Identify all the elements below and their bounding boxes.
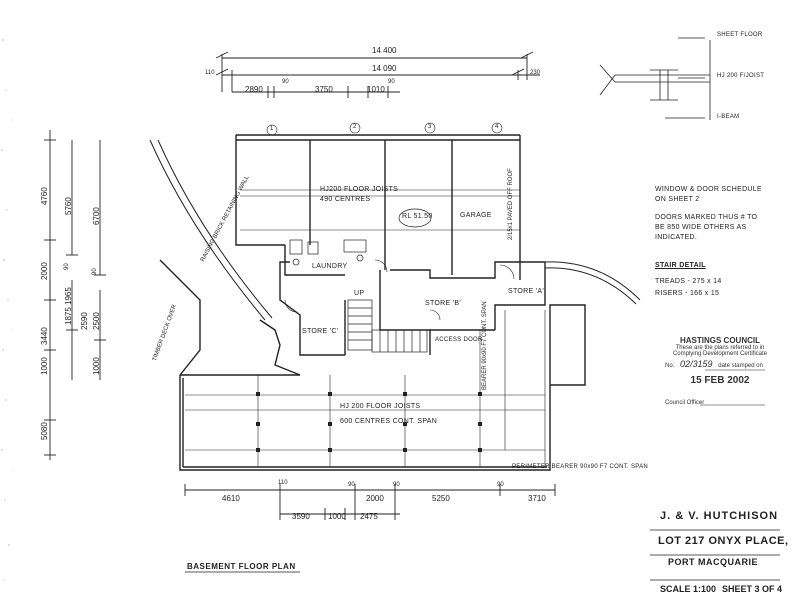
- dim-top-inner: 14 090: [372, 64, 397, 73]
- note-risers: RISERS - 166 x 15: [655, 290, 720, 297]
- dim-bot-f: 5250: [432, 494, 450, 503]
- dim-bot-h: 3710: [528, 494, 546, 503]
- town: PORT MACQUARIE: [668, 557, 758, 567]
- stamp-date: 15 FEB 2002: [690, 375, 750, 386]
- stairs: [347, 299, 428, 353]
- dim-bot-d: 2000: [366, 494, 384, 503]
- label-laundry: LAUNDRY: [312, 263, 348, 270]
- label-perimeter-bearer: PERIMETER BEARER 90x90 F7 CONT. SPAN: [512, 464, 649, 470]
- label-roof-note: 2/15x1 PAVED OFF ROOF: [508, 168, 514, 240]
- dim-top-right: 230: [530, 70, 541, 76]
- dim-bot-k: 2475: [360, 512, 378, 521]
- sheet-number: SHEET 3 OF 4: [722, 584, 783, 594]
- dim-bot-b: 110: [278, 480, 288, 486]
- stamp-line2: Complying Development Certificate: [672, 351, 768, 357]
- dim-top-d: 1010: [367, 85, 385, 94]
- left-dimension-lines: [44, 130, 106, 460]
- grid-label-4: 4: [495, 124, 499, 130]
- scan-noise: [1, 39, 14, 581]
- dim-left-c: 6700: [92, 207, 101, 225]
- label-centres: 600 CENTRES CONT. SPAN: [340, 418, 438, 425]
- retaining-wall-curve: [149, 139, 641, 321]
- label-bearer: BEARER 90x90 F7 CONT. SPAN: [482, 301, 488, 390]
- stamp-cert-row: No. 02/3159 date stamped on: [665, 359, 775, 369]
- stamp-no: No.: [665, 363, 675, 369]
- top-dimension-lines: [215, 51, 540, 98]
- level-marker: [398, 208, 432, 228]
- scale: SCALE 1:100: [660, 584, 717, 594]
- dim-left-j: 2590: [80, 312, 89, 330]
- dim-left-h: 1875: [64, 307, 73, 325]
- bottom-dimension-lines: [184, 484, 556, 520]
- title-block-frame: [185, 529, 780, 581]
- grid-label-3: 3: [428, 124, 432, 130]
- label-rl: RL 51.50: [402, 213, 433, 220]
- column-posts: [256, 392, 482, 452]
- dim-top-a: 2890: [245, 85, 263, 94]
- label-access-door: ACCESS DOOR: [435, 337, 483, 343]
- dim-top-c: 3750: [315, 85, 333, 94]
- dim-left-m: 1000: [92, 357, 101, 375]
- label-hj-joists: HJ 200 FLOOR JOISTS: [340, 403, 421, 410]
- note-schedule: WINDOW & DOOR SCHEDULE: [655, 186, 762, 193]
- label-store-c: STORE 'C': [302, 328, 339, 335]
- dim-top-left: 110: [205, 70, 215, 76]
- plan-title: BASEMENT FLOOR PLAN: [187, 562, 296, 571]
- dim-left-n: 5080: [40, 422, 49, 440]
- dim-left-k: 2500: [92, 312, 101, 330]
- note-indicated: INDICATED.: [655, 234, 698, 241]
- dim-bot-e: 90: [393, 482, 400, 488]
- label-joist-centres: 490 CENTRES: [320, 196, 371, 203]
- label-store-b: STORE 'B': [425, 300, 461, 307]
- stamp-officer: Council Officer: [665, 400, 705, 406]
- dim-top-b: 90: [282, 79, 289, 85]
- dim-top-e: 90: [388, 79, 395, 85]
- grid-label-1: 1: [270, 126, 274, 132]
- dim-left-a: 4760: [40, 187, 49, 205]
- note-doors-marked: DOORS MARKED THUS # TO: [655, 214, 758, 221]
- note-on-sheet: ON SHEET 2: [655, 196, 700, 203]
- grid-markers: [266, 122, 503, 136]
- label-garage: GARAGE: [460, 212, 492, 219]
- note-hj-joist: HJ 200 F/JOIST: [717, 73, 765, 79]
- building-outline: [159, 134, 586, 471]
- label-store-a: STORE 'A': [508, 288, 544, 295]
- dim-left-l: 1000: [40, 357, 49, 375]
- owner-name: J. & V. HUTCHISON: [660, 510, 779, 522]
- council-stamp: HASTINGS COUNCIL These are the plans ref…: [665, 336, 775, 406]
- dim-bot-a: 4610: [222, 494, 240, 503]
- stamp-lines: [700, 369, 765, 406]
- lot-address: LOT 217 ONYX PLACE,: [658, 535, 789, 547]
- dim-bot-g: 90: [497, 482, 504, 488]
- dim-left-b: 5760: [64, 197, 73, 215]
- laundry-fixtures: [289, 239, 367, 266]
- note-i-beam: I-BEAM: [717, 114, 740, 120]
- dim-top-overall: 14 400: [372, 46, 397, 55]
- stamp-council: HASTINGS COUNCIL: [680, 336, 760, 345]
- grid-label-2: 2: [353, 124, 357, 130]
- note-sheet-floor: SHEET FLOOR: [717, 32, 763, 38]
- stamp-cert-no: 02/3159: [680, 359, 713, 369]
- dim-left-g: 3440: [40, 327, 49, 345]
- label-floor-joists: HJ200 FLOOR JOISTS: [320, 186, 399, 193]
- door-swings: [284, 259, 515, 321]
- dim-bot-c: 90: [348, 482, 355, 488]
- dim-left-f: 90: [92, 268, 98, 275]
- stamp-line1: These are the plans referred to in: [675, 345, 765, 351]
- section-detail: [599, 37, 711, 120]
- stamp-dated: date stamped on: [718, 363, 763, 369]
- dim-left-d: 2000: [40, 262, 49, 280]
- note-treads: TREADS - 275 x 14: [655, 278, 722, 285]
- dim-left-e: 90: [64, 263, 70, 270]
- label-up: UP: [354, 290, 365, 297]
- dim-bot-i: 3590: [292, 512, 310, 521]
- dim-bot-j: 1000: [328, 512, 346, 521]
- dim-left-i: 1965: [64, 287, 73, 305]
- internal-lines: [185, 189, 546, 467]
- note-stair-detail: STAIR DETAIL: [655, 262, 706, 269]
- note-be-850: BE 850 WIDE OTHERS AS: [655, 224, 747, 231]
